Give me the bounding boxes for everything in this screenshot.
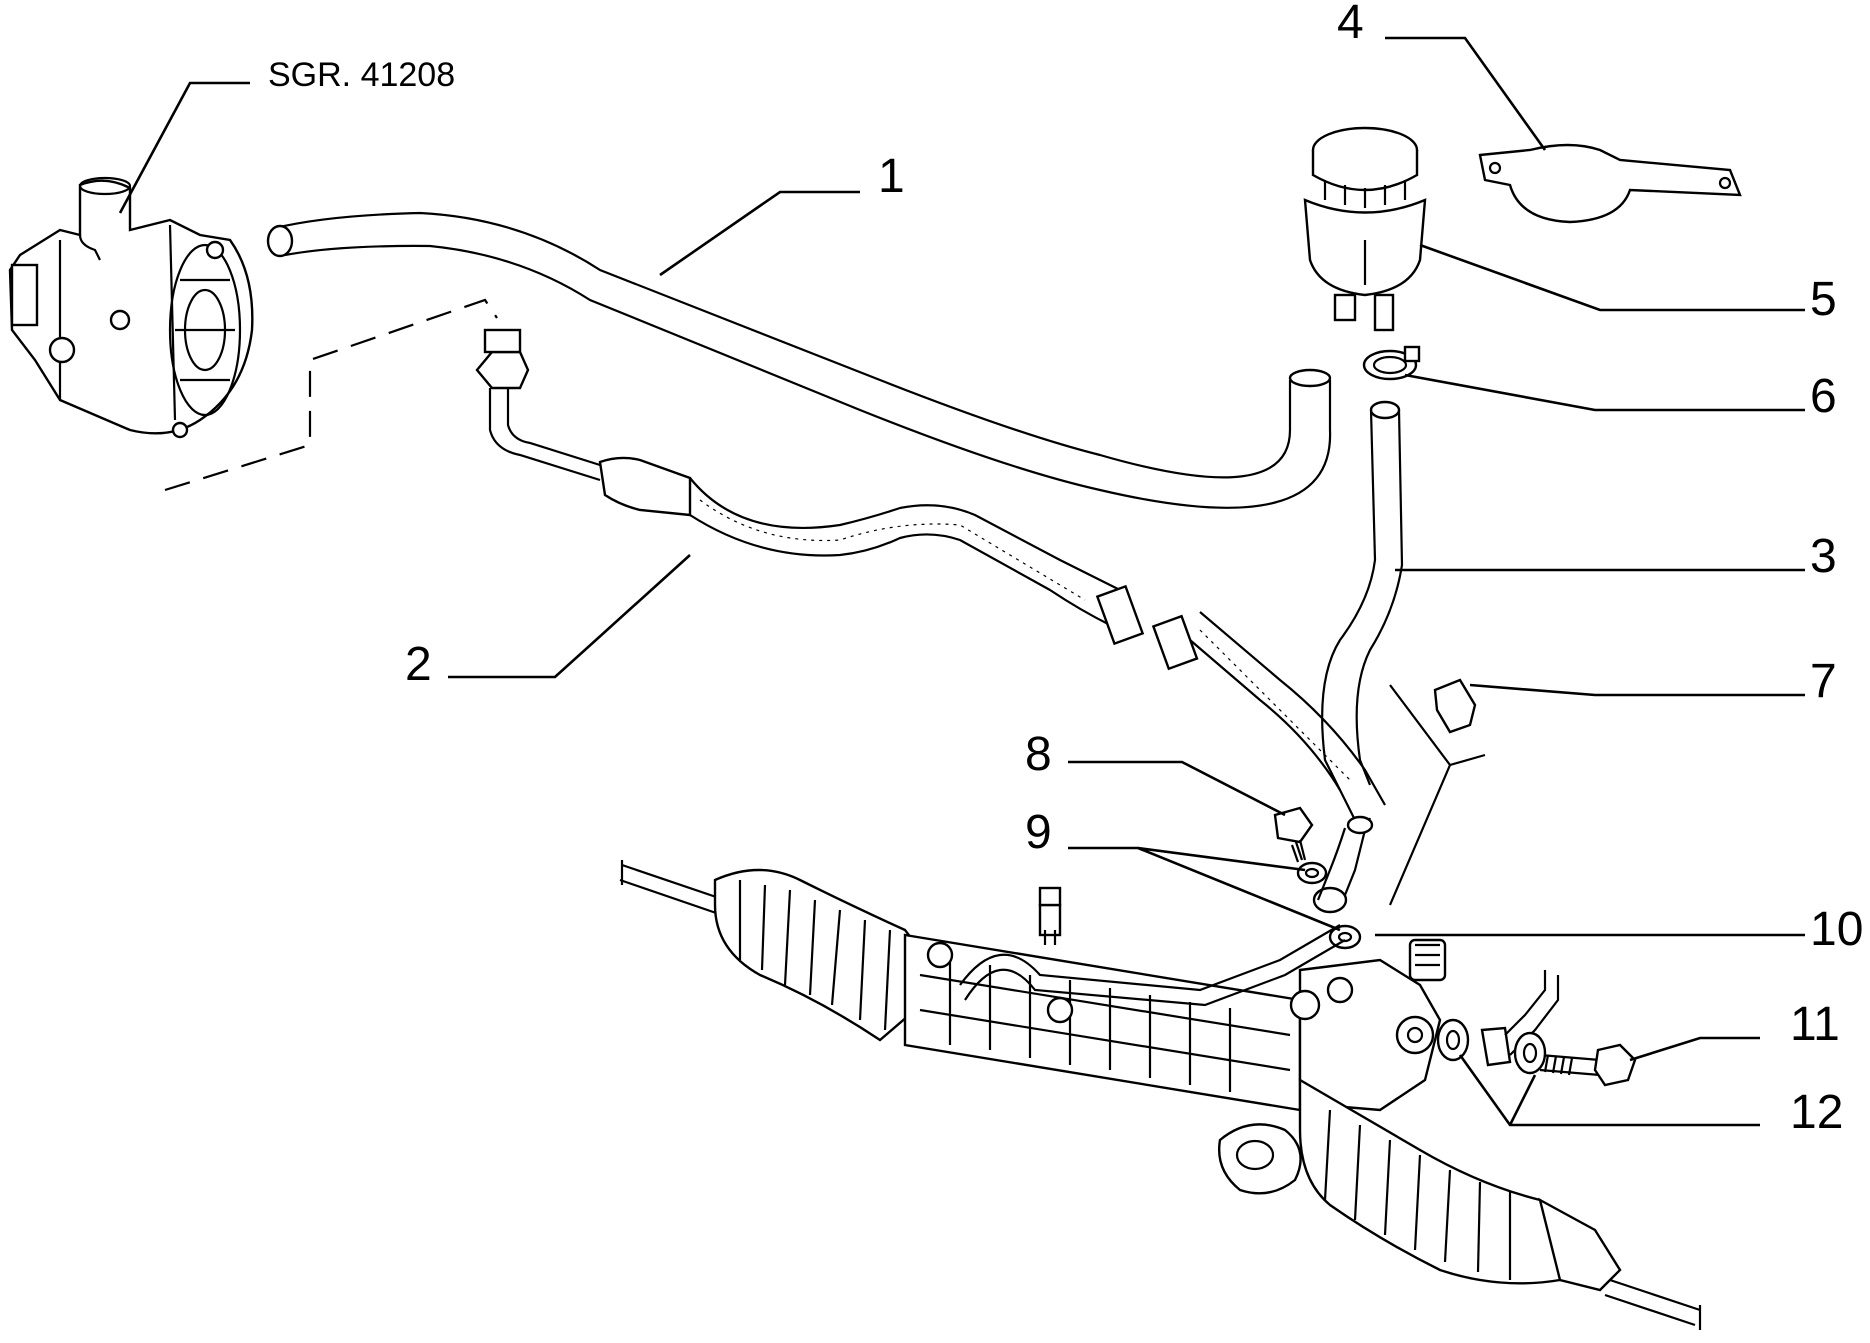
- reference-leader: [118, 81, 250, 214]
- sealing-washer-12-right: [1513, 1031, 1547, 1075]
- sealing-washer-12-left: [1436, 1018, 1470, 1062]
- callout-leader-4: [1385, 36, 1547, 151]
- steering-rack: [619, 860, 1702, 1330]
- pressure-hose: [475, 328, 1386, 831]
- power-steering-pump: [8, 176, 254, 439]
- assembly-guide-lines: [1388, 684, 1486, 906]
- hose-clamp: [1362, 345, 1421, 381]
- callout-2: 2: [405, 638, 432, 691]
- callout-leader-1: [659, 190, 860, 277]
- callout-leader-9: [1068, 846, 1341, 932]
- callout-7: 7: [1810, 655, 1837, 708]
- callout-6: 6: [1810, 370, 1837, 423]
- union-bolt-11: [1539, 1043, 1637, 1087]
- reference-label: SGR. 41208: [268, 56, 455, 94]
- fluid-reservoir: [1303, 126, 1427, 332]
- pump-connection-dashline: [164, 298, 498, 492]
- banjo-bolt-8: [1273, 806, 1314, 863]
- callout-leader-8: [1068, 760, 1286, 817]
- callout-10: 10: [1810, 903, 1863, 956]
- callout-5: 5: [1810, 273, 1837, 326]
- callout-leader-6: [1404, 373, 1805, 412]
- seal-7: [1433, 678, 1477, 734]
- banjo-fitting-10: [1312, 815, 1374, 914]
- callout-3: 3: [1810, 530, 1837, 583]
- callout-8: 8: [1025, 728, 1052, 781]
- callout-4: 4: [1337, 0, 1364, 49]
- callout-9: 9: [1025, 806, 1052, 859]
- callout-11: 11: [1790, 998, 1840, 1051]
- return-hose: [266, 211, 1332, 509]
- callout-1: 1: [878, 150, 905, 203]
- callout-leader-12: [1458, 1054, 1760, 1127]
- callout-leader-2: [448, 554, 691, 679]
- washer-9-upper: [1296, 861, 1328, 885]
- callout-12: 12: [1790, 1086, 1843, 1139]
- feed-hose: [1321, 400, 1404, 791]
- callout-leader-11: [1629, 1036, 1760, 1062]
- callout-leader-7: [1469, 683, 1805, 697]
- callout-leader-5: [1419, 243, 1805, 312]
- reservoir-bracket: [1478, 143, 1742, 224]
- washer-9-lower: [1328, 924, 1362, 950]
